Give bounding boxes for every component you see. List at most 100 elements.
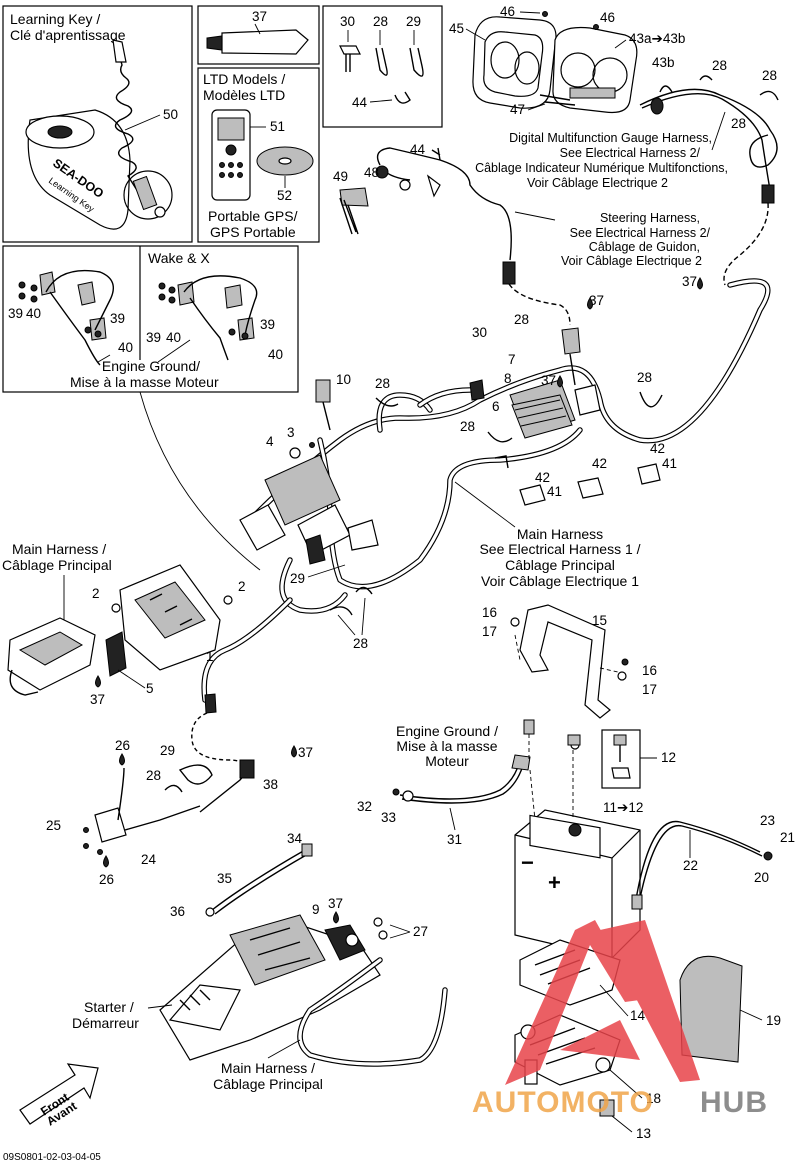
starter-1: Starter / — [84, 999, 134, 1015]
part-39-b: 39 — [110, 311, 125, 326]
part-29-b: 29 — [290, 571, 305, 586]
part-31: 31 — [447, 832, 462, 847]
part-37-c: 37 — [682, 274, 697, 289]
part-28-c: 28 — [762, 68, 777, 83]
part-33: 33 — [381, 810, 396, 825]
part-26-b: 26 — [99, 872, 114, 887]
part-39-d: 39 — [260, 317, 275, 332]
main-harness-illustration — [191, 278, 771, 766]
steering-3: Câblage de Guidon, — [589, 240, 700, 254]
part-5: 5 — [146, 681, 154, 696]
part-13: 13 — [636, 1126, 651, 1141]
part-11: 11➔12 — [603, 800, 643, 815]
learning-key-title-2: Clé d'aprentissage — [10, 27, 126, 43]
learning-key-box — [2, 5, 193, 243]
grease-tube-illustration — [206, 23, 309, 55]
part-43a: 43a➔43b — [629, 31, 685, 46]
part-16-b: 16 — [642, 663, 657, 678]
part-40-b: 40 — [118, 340, 133, 355]
part-4: 4 — [266, 434, 274, 449]
part-27: 27 — [413, 924, 428, 939]
gauge-bezel-illustration — [472, 16, 557, 109]
main-harness-center-1: Main Harness — [517, 526, 603, 542]
part-28-i: 28 — [353, 636, 368, 651]
learning-key-illustration: SEA-DOO Learning Key — [25, 39, 173, 230]
digital-gauge-4: Voir Câblage Electrique 2 — [527, 176, 668, 190]
battery-cable-22-illustration — [631, 820, 773, 910]
part-30-b: 30 — [472, 325, 487, 340]
relay-5-illustration — [105, 631, 127, 677]
gauge-cluster-illustration — [539, 11, 638, 114]
part-28-j: 28 — [146, 768, 161, 783]
part-49: 49 — [333, 169, 348, 184]
part-42-a: 42 — [650, 441, 665, 456]
part-39-a: 39 — [8, 306, 23, 321]
part-39-c: 39 — [146, 330, 161, 345]
clips-28-29-lower — [164, 759, 255, 813]
part-35: 35 — [217, 871, 232, 886]
ground-cable-illustration — [392, 719, 536, 821]
part-1: 1 — [206, 649, 214, 664]
part-40-d: 40 — [268, 347, 283, 362]
part-30: 30 — [340, 14, 355, 29]
svg-text:−: − — [521, 850, 534, 875]
part-40-c: 40 — [166, 330, 181, 345]
digital-gauge-2: See Electrical Harness 2/ — [560, 146, 701, 160]
engine-ground-box-2: Mise à la masse Moteur — [70, 374, 219, 390]
connector-block-illustration — [7, 617, 96, 696]
learning-key-title-1: Learning Key / — [10, 11, 100, 27]
part-40-a: 40 — [26, 306, 41, 321]
engine-ground-2: Mise à la masse — [396, 738, 497, 754]
portable-gps-2: GPS Portable — [210, 224, 296, 240]
part-52: 52 — [277, 188, 292, 203]
part-10: 10 — [336, 372, 351, 387]
part-28-f: 28 — [637, 370, 652, 385]
ltd-models-box — [197, 67, 320, 243]
part-41-a: 41 — [662, 456, 677, 471]
part-28-b: 28 — [712, 58, 727, 73]
part-36: 36 — [170, 904, 185, 919]
part-18: 18 — [646, 1091, 661, 1106]
ltd-title-2: Modèles LTD — [203, 87, 285, 103]
part-22: 22 — [683, 858, 698, 873]
main-harness-center-3: Câblage Principal — [505, 557, 615, 573]
part-28-a: 28 — [373, 14, 388, 29]
front-arrow-icon: Front Avant — [19, 1063, 99, 1129]
part-37-g: 37 — [328, 896, 343, 911]
part-34: 34 — [287, 831, 303, 846]
part-51: 51 — [270, 119, 285, 134]
part-37-top: 37 — [252, 9, 267, 24]
part-12-box — [601, 729, 641, 789]
part-25: 25 — [46, 818, 61, 833]
part-43b: 43b — [652, 55, 675, 70]
part-37-f: 37 — [298, 745, 313, 760]
part-2-a: 2 — [92, 586, 100, 601]
steering-harness-illustration — [339, 147, 571, 326]
clips-illustration — [339, 30, 424, 104]
ltd-title-1: LTD Models / — [203, 71, 285, 87]
misc-clips-28 — [329, 391, 663, 616]
part-29-a: 29 — [406, 14, 421, 29]
part-46-a: 46 — [500, 4, 515, 19]
part-37-box — [197, 5, 320, 65]
sensor-24-illustration — [83, 767, 201, 855]
part-19: 19 — [766, 1013, 781, 1028]
part-9: 9 — [312, 902, 320, 917]
part-44-b: 44 — [410, 142, 426, 157]
part-15: 15 — [592, 613, 607, 628]
part-20: 20 — [754, 870, 769, 885]
starter-cable-34-illustration — [205, 843, 313, 917]
part-32: 32 — [357, 799, 372, 814]
main-harness-bottom-2: Câblage Principal — [213, 1076, 323, 1092]
part-14: 14 — [630, 1008, 646, 1023]
clips-41-42-illustration — [519, 463, 661, 506]
part-29-c: 29 — [160, 743, 175, 758]
part-17-b: 17 — [642, 682, 657, 697]
main-harness-bottom-1: Main Harness / — [221, 1060, 315, 1076]
steering-2: See Electrical Harness 2/ — [570, 226, 711, 240]
steering-1: Steering Harness, — [600, 211, 700, 225]
main-harness-left-1: Main Harness / — [12, 541, 106, 557]
drop-icons — [95, 277, 703, 924]
watermark-hub-text: HUB — [700, 1086, 768, 1119]
